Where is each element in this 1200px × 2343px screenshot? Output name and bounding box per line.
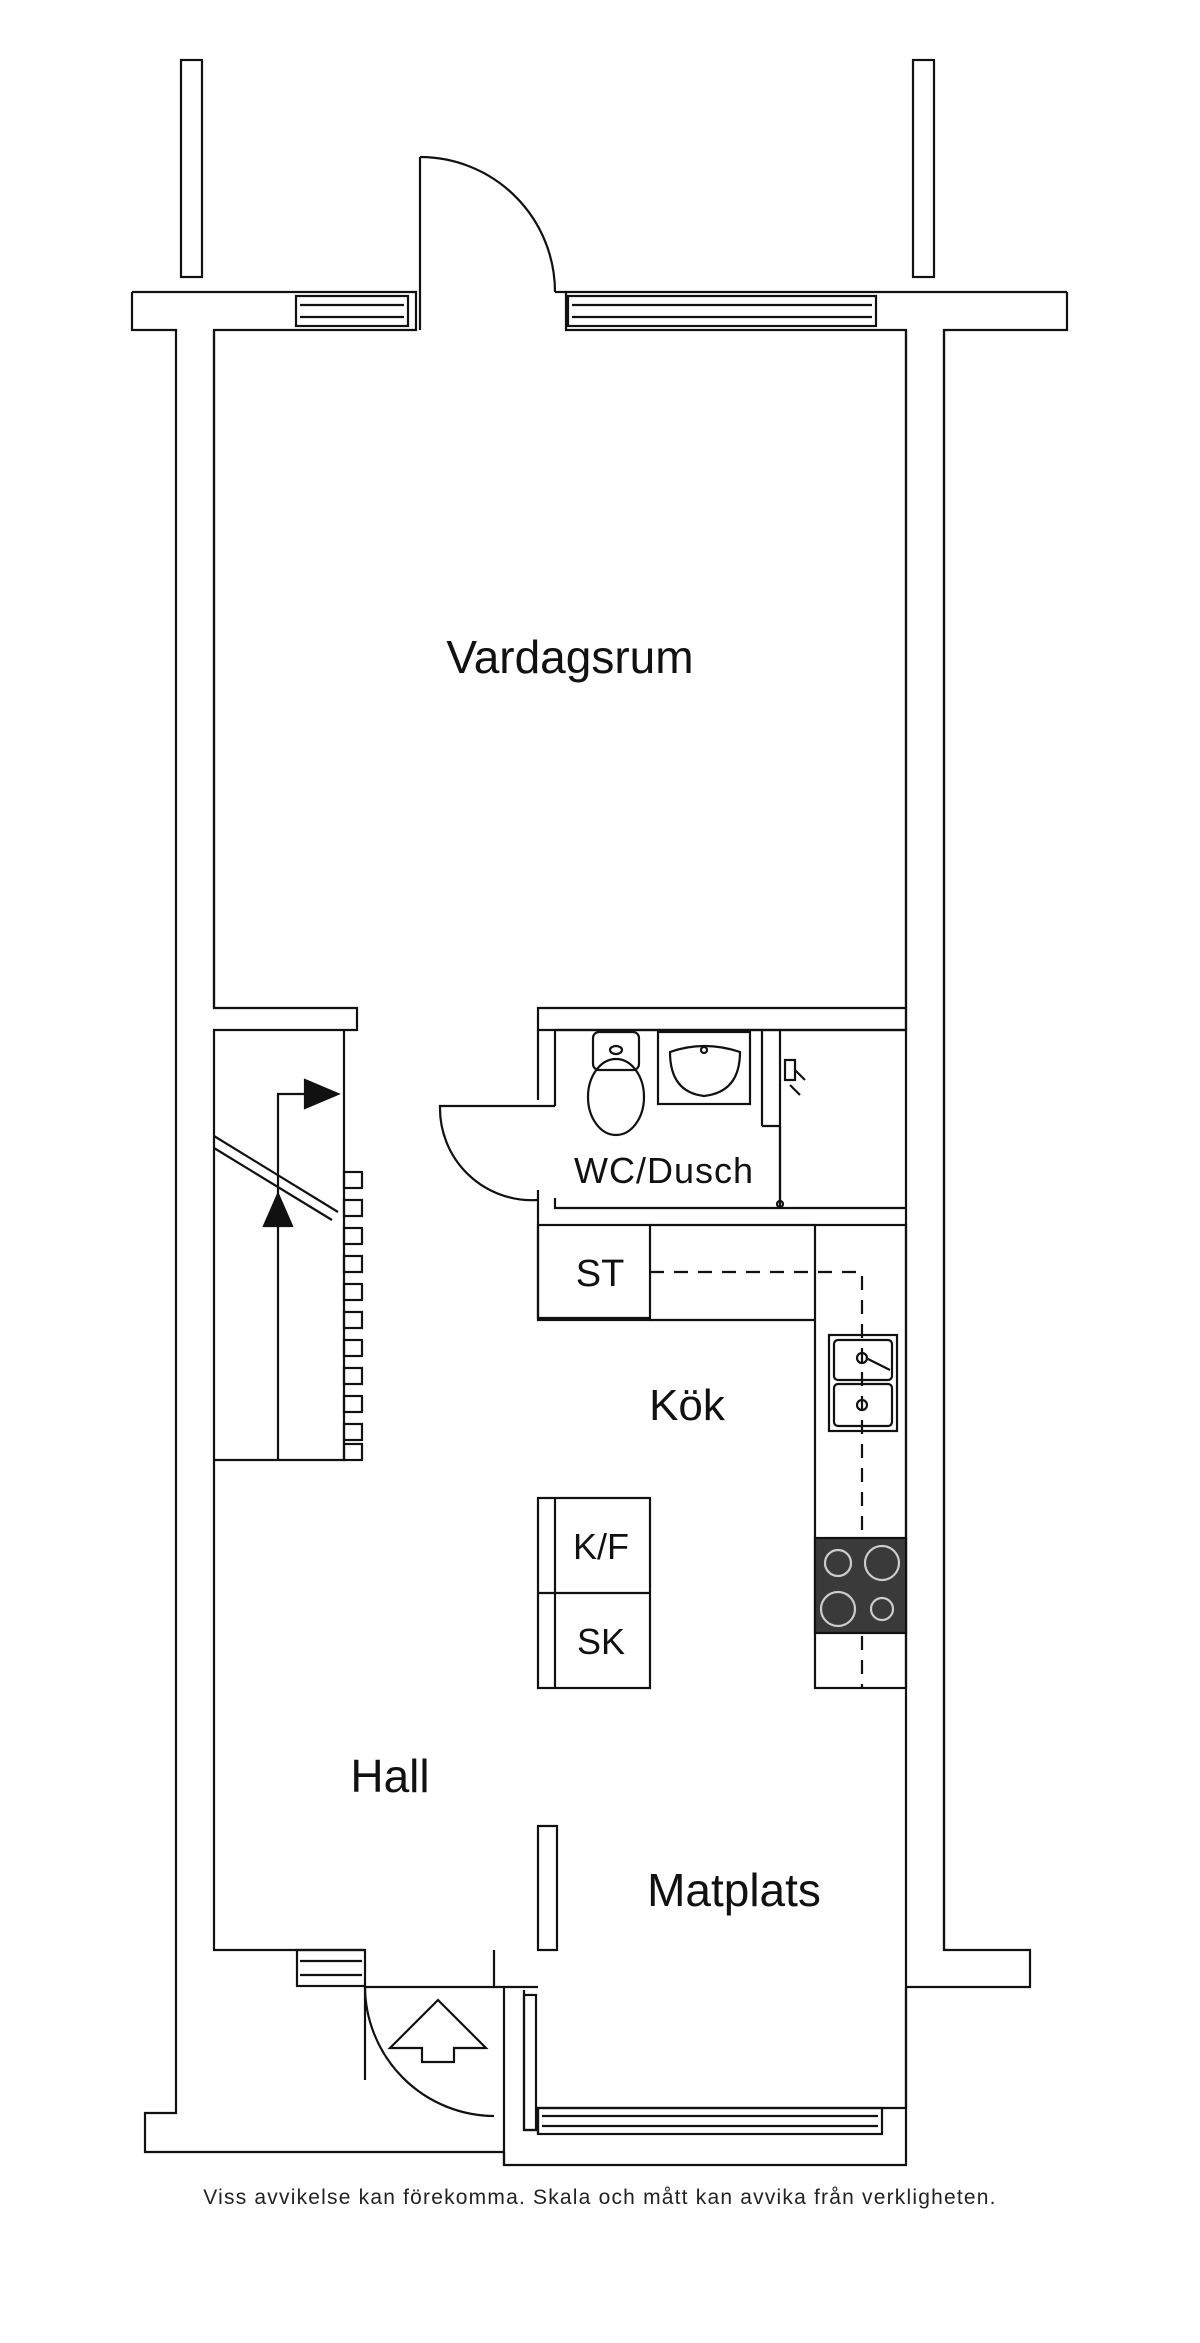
fixture-label-kf: K/F	[573, 1526, 629, 1567]
disclaimer-text: Viss avvikelse kan förekomma. Skala och …	[203, 2186, 997, 2209]
window-top-right	[566, 294, 878, 328]
room-label-matplats: Matplats	[647, 1864, 821, 1916]
balcony-post-right	[911, 58, 936, 279]
outer-wall-inner	[212, 330, 365, 1952]
room-label-wc-dusch: WC/Dusch	[574, 1150, 754, 1191]
window-top-left	[294, 294, 410, 328]
hob	[813, 1536, 908, 1635]
fixture-label-sk: SK	[577, 1621, 625, 1662]
staircase	[213, 1030, 364, 1462]
room-label-hall: Hall	[350, 1750, 429, 1802]
matplats-window	[502, 1987, 908, 2167]
room-label-vardagsrum: Vardagsrum	[446, 631, 693, 683]
right-wall	[904, 330, 946, 2108]
entrance-arrow-icon	[387, 1998, 489, 2064]
fixture-label-st: ST	[576, 1253, 625, 1295]
living-room-wall	[536, 1006, 908, 1032]
entrance	[295, 1948, 495, 2118]
bathroom	[438, 1028, 906, 1320]
balcony-post-left	[179, 58, 204, 279]
outer-wall	[130, 290, 1069, 2154]
room-label-kok: Kök	[649, 1381, 726, 1430]
fridge-cabinet	[536, 1496, 652, 1690]
balcony-door	[418, 155, 566, 330]
